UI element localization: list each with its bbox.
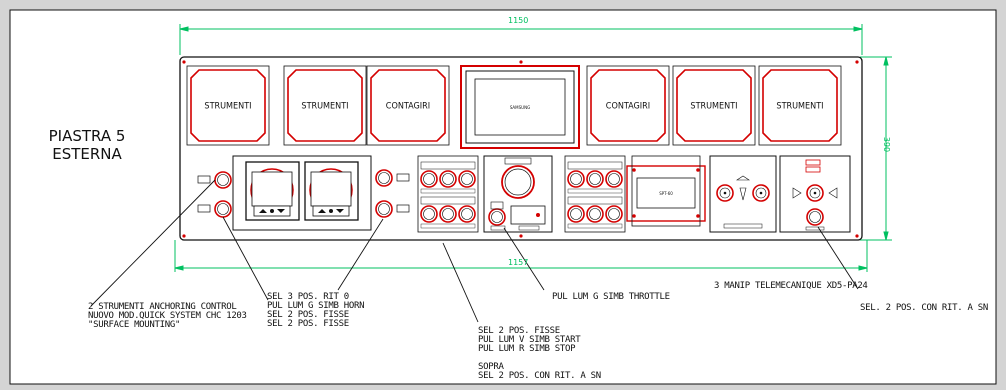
panel-button (439, 205, 457, 223)
leader-lines (90, 179, 859, 323)
engine-button-clusters (417, 155, 626, 233)
spt60-label: SPT-60 (659, 191, 673, 196)
right-selector-block (779, 155, 851, 233)
panel-button (458, 170, 476, 188)
button-cluster-1 (417, 155, 479, 233)
gauge-label: STRUMENTI (776, 102, 823, 112)
panel-button (458, 205, 476, 223)
callout-start-stop-line-2: PUL LUM V SIMB START (478, 335, 581, 345)
callout-anchoring-line-3: "SURFACE MOUNTING" (88, 320, 181, 330)
side-selectors (197, 169, 410, 218)
telemecanique-block (709, 155, 777, 233)
title-line-1: PIASTRA 5 (48, 127, 126, 145)
gauge-2: STRUMENTI (283, 65, 367, 146)
top-dimension (179, 24, 863, 55)
gauge-1: STRUMENTI (186, 65, 270, 146)
plate-screws (182, 60, 859, 238)
panel-button (586, 170, 604, 188)
bottom-dimension (174, 240, 868, 272)
center-screen: SAMSUNG (460, 65, 580, 149)
panel-button (420, 170, 438, 188)
callout-horn-line-2: PUL LUM G SIMB HORN (267, 301, 365, 311)
panel-button (567, 205, 585, 223)
panel-button (586, 205, 604, 223)
callout-telemecanique: 3 MANIP TELEMECANIQUE XD5-PA24 (714, 281, 868, 291)
center-screen-label: SAMSUNG (510, 105, 530, 110)
callout-horn-line-3: SEL 2 POS. FISSE (267, 310, 349, 320)
callout-anchoring-line-1: 2 STRUMENTI ANCHORING CONTROL (88, 302, 237, 312)
callout-start-stop-line-4: SOPRA (478, 362, 504, 372)
callout-start-stop-line-3: PUL LUM R SIMB STOP (478, 344, 576, 354)
callout-right-selector: SEL. 2 POS. CON RIT. A SN (860, 303, 988, 313)
gauge-label: CONTAGIRI (606, 102, 650, 112)
gauge-4: CONTAGIRI (586, 65, 670, 146)
gauge-label: STRUMENTI (301, 102, 348, 112)
panel-button (605, 170, 623, 188)
gauge-label: STRUMENTI (690, 102, 737, 112)
callout-throttle: PUL LUM G SIMB THROTTLE (552, 292, 670, 302)
gauge-3: CONTAGIRI (366, 65, 450, 146)
callout-start-stop-line-1: SEL 2 POS. FISSE (478, 326, 560, 336)
title-line-2: ESTERNA (52, 145, 122, 163)
callout-start-stop-line-5: SEL 2 POS. CON RIT. A SN (478, 371, 601, 381)
dimension-right: 390 (882, 136, 892, 153)
gauge-label: CONTAGIRI (386, 102, 430, 112)
callout-anchoring-line-2: NUOVO MOD.QUICK SYSTEM CHC 1203 (88, 311, 247, 321)
drawing-title: PIASTRA 5 ESTERNA (38, 127, 136, 163)
gauge-row: STRUMENTI STRUMENTI CONTAGIRI CONTAGIRI STRU… (186, 65, 842, 146)
button-cluster-2 (564, 155, 626, 233)
callout-horn-line-1: SEL 3 POS. RIT 0 (267, 292, 349, 302)
gauge-5: STRUMENTI (672, 65, 756, 146)
right-dimension (860, 56, 892, 241)
gauge-6: STRUMENTI (758, 65, 842, 146)
anchoring-panel (232, 155, 372, 231)
spt60-box: SPT-60 (626, 155, 706, 227)
panel-button (605, 205, 623, 223)
panel-button (439, 170, 457, 188)
throttle-block (483, 155, 553, 233)
gauge-label: STRUMENTI (204, 102, 251, 112)
dimension-top: 1150 (508, 16, 529, 25)
panel-button (567, 170, 585, 188)
panel-button (420, 205, 438, 223)
dimension-bottom: 1157 (508, 258, 529, 267)
callout-horn-line-4: SEL 2 POS. FISSE (267, 319, 349, 329)
